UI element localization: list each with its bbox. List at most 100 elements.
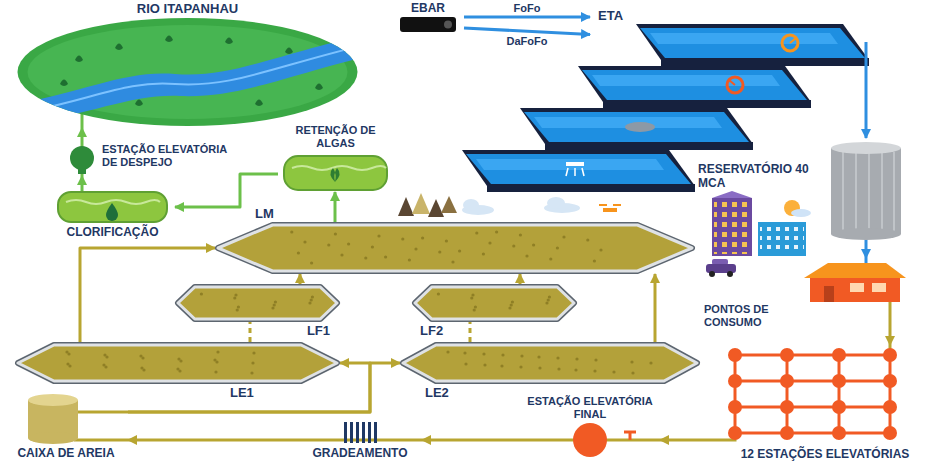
lagoon-outline: [178, 287, 337, 319]
treatment-pools-part: [520, 108, 753, 144]
grid-line: [735, 406, 890, 409]
house-window: [872, 283, 886, 292]
cylinder-bottom: [831, 228, 901, 240]
house-roof: [804, 263, 906, 278]
lagoon: LF1: [175, 284, 340, 322]
lagoon-texture: [556, 356, 559, 359]
lagoon-texture: [308, 301, 311, 304]
treatment-pools-part: [487, 184, 695, 192]
buildings-part: [760, 224, 804, 254]
plant-mark: [315, 84, 323, 91]
lagoon-texture: [557, 367, 560, 370]
pump-dot: [883, 348, 897, 362]
lagoon-rim: [178, 287, 337, 319]
pump-dot: [780, 348, 794, 362]
treatment-pools-part: [466, 154, 691, 184]
lagoon-texture: [482, 252, 485, 255]
pump-dot: [728, 426, 742, 440]
pump-dot: [883, 374, 897, 388]
treatment-pools-part: [578, 66, 811, 102]
plant-mark: [225, 38, 233, 45]
treatment-pools-part: [462, 150, 695, 186]
pipe-connector: [464, 28, 590, 35]
lagoon-texture: [474, 305, 477, 308]
node-label: LE1: [230, 385, 254, 400]
lagoon-texture: [520, 354, 523, 357]
lagoon-texture: [488, 241, 491, 244]
pipe-connector: [422, 439, 520, 442]
pipe-connector: [889, 330, 892, 345]
lagoon-texture: [250, 371, 253, 374]
cylinder-stripe: [868, 152, 870, 236]
lagoon-texture: [252, 351, 255, 354]
lagoon-texture: [545, 301, 548, 304]
lagoon-texture: [214, 370, 217, 373]
pipe-connector: [865, 242, 868, 258]
bar-screen: GRADEAMENTO: [298, 418, 422, 461]
pump-station: EBAR: [392, 0, 464, 34]
lagoon-shape: [400, 342, 700, 384]
lagoon-texture: [437, 292, 440, 295]
buildings-part: [714, 200, 750, 254]
lagoon-texture: [475, 231, 478, 234]
lagoon-texture: [179, 359, 182, 362]
pump-dot: [883, 400, 897, 414]
lagoon-texture: [215, 360, 218, 363]
pump-dot: [780, 400, 794, 414]
pipe-stub: [74, 411, 128, 414]
lagoon-texture: [251, 361, 254, 364]
treatment-pools-part: [545, 142, 753, 150]
treatment-pools-part: [729, 80, 735, 85]
pump-dot: [832, 426, 846, 440]
lagoon-texture: [347, 242, 350, 245]
lagoon-texture: [371, 245, 374, 248]
lagoon-outline: [403, 345, 697, 381]
lagoon-shape: [15, 342, 340, 384]
lagoon-texture: [141, 356, 144, 359]
treatment-pools-part: [603, 100, 811, 108]
drop-icon: [106, 203, 118, 221]
cylinder-top: [831, 142, 901, 154]
lagoon-texture: [303, 240, 306, 243]
cylinder-stripe: [893, 152, 895, 236]
lagoon-texture: [495, 230, 498, 233]
river-area: RIO ITAPANHAU: [15, 0, 360, 128]
lagoon-texture: [421, 236, 424, 239]
lagoon-texture: [556, 246, 559, 249]
cylinder-bottom: [28, 432, 78, 444]
lagoon-rim: [18, 345, 337, 381]
lagoon-texture: [364, 256, 367, 259]
pipe-connector: [654, 274, 657, 342]
lagoon: LE1: [15, 342, 340, 384]
treatment-pools-part: [476, 159, 664, 170]
lagoon-texture: [631, 371, 634, 374]
lagoon-texture: [594, 358, 597, 361]
lagoon: LM: [215, 222, 695, 274]
lagoon-texture: [273, 303, 276, 306]
treatment-pools-part: [727, 77, 743, 93]
pipe-stub: [520, 439, 575, 442]
treatment-pools-part: [566, 168, 568, 176]
treatment-pools-part: [592, 75, 780, 86]
node-label: GRADEAMENTO: [298, 446, 422, 460]
screen-bar: [368, 422, 371, 443]
lagoon-texture: [216, 350, 219, 353]
pump-dot: [832, 400, 846, 414]
treatment-pools-part: [782, 35, 798, 51]
plant-mark: [60, 80, 68, 87]
lagoon-texture: [512, 244, 515, 247]
trees: [398, 193, 457, 217]
lagoon-texture: [537, 355, 540, 358]
treatment-pools-part: [524, 112, 749, 142]
lagoon-rim: [403, 345, 697, 381]
tank: [284, 156, 387, 190]
pipe-stub: [605, 439, 660, 442]
node-label: LF1: [307, 323, 330, 338]
lagoon-texture: [234, 293, 237, 296]
lagoon-shape: [412, 284, 577, 322]
pump-circle: [573, 423, 607, 457]
lagoon-texture: [271, 306, 274, 309]
pipe-connector: [81, 176, 84, 192]
lagoon-texture: [508, 306, 511, 309]
